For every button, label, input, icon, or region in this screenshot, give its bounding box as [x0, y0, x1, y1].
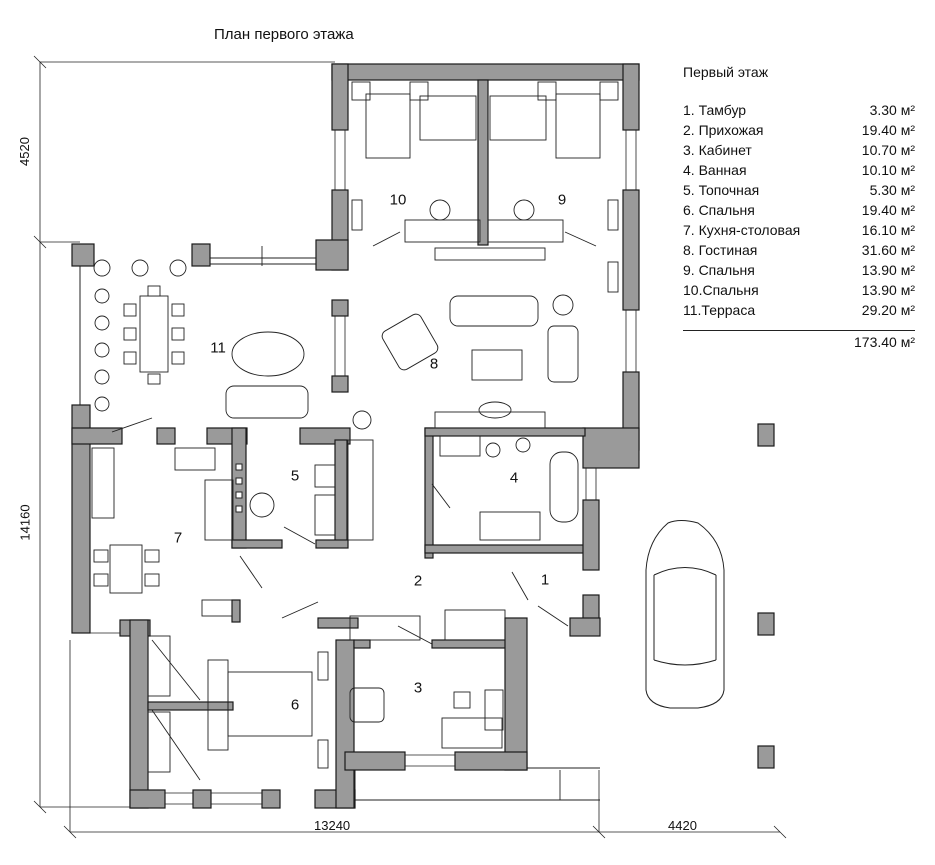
plan-title: План первого этажа	[214, 26, 354, 43]
room-name: 10.Спальня	[683, 282, 759, 298]
dimension-bottom-right: 4420	[668, 818, 697, 833]
dimension-left: 14160	[17, 504, 33, 541]
room-row: 2. Прихожая 19.40 м²	[683, 120, 915, 140]
room-name: 5. Топочная	[683, 182, 760, 198]
room-number-3: 3	[413, 679, 423, 697]
car-posts	[757, 423, 775, 769]
room-name: 11.Терраса	[683, 302, 756, 318]
room-area: 19.40 м²	[861, 202, 915, 218]
room-area: 31.60 м²	[861, 242, 915, 258]
room-area: 13.90 м²	[861, 262, 915, 278]
room-row: 8. Гостиная 31.60 м²	[683, 240, 915, 260]
room-row: 3. Кабинет 10.70 м²	[683, 140, 915, 160]
total-divider	[683, 330, 915, 331]
room-number-6: 6	[290, 696, 300, 714]
room-row: 9. Спальня 13.90 м²	[683, 260, 915, 280]
door-swings	[111, 231, 597, 800]
room-name: 3. Кабинет	[683, 142, 752, 158]
room-name: 4. Ванная	[683, 162, 747, 178]
terrace-outline	[79, 255, 600, 801]
total-area: 173.40 м²	[854, 334, 915, 350]
dimension-lines	[33, 55, 787, 839]
room-number-9: 9	[557, 191, 567, 209]
column-vents	[235, 463, 243, 513]
room-name: 7. Кухня-столовая	[683, 222, 801, 238]
room-number-2: 2	[413, 572, 423, 590]
room-area: 5.30 м²	[869, 182, 915, 198]
walls	[71, 63, 640, 809]
room-name: 9. Спальня	[683, 262, 755, 278]
windows	[90, 130, 637, 805]
room-area: 13.90 м²	[861, 282, 915, 298]
legend-heading: Первый этаж	[683, 64, 769, 80]
terrace-plants	[93, 259, 372, 430]
terrace-chairs	[93, 285, 185, 587]
room-number-5: 5	[290, 467, 300, 485]
room-number-10: 10	[389, 191, 407, 209]
room-area: 19.40 м²	[861, 122, 915, 138]
car-outline	[645, 520, 725, 709]
room-area: 29.20 м²	[861, 302, 915, 318]
dimension-top-left: 4520	[16, 137, 32, 166]
room-area: 16.10 м²	[861, 222, 915, 238]
room-row: 1. Тамбур 3.30 м²	[683, 100, 915, 120]
room-name: 6. Спальня	[683, 202, 755, 218]
room-area: 10.70 м²	[861, 142, 915, 158]
room-number-11: 11	[210, 339, 226, 357]
room-number-7: 7	[173, 529, 183, 547]
room-row: 7. Кухня-столовая 16.10 м²	[683, 220, 915, 240]
furniture	[91, 81, 619, 781]
room-area: 10.10 м²	[861, 162, 915, 178]
room-name: 8. Гостиная	[683, 242, 758, 258]
room-area: 3.30 м²	[869, 102, 915, 118]
room-area-list: 1. Тамбур 3.30 м² 2. Прихожая 19.40 м² 3. …	[683, 100, 915, 320]
room-row: 6. Спальня 19.40 м²	[683, 200, 915, 220]
room-row: 10.Спальня 13.90 м²	[683, 280, 915, 300]
room-name: 1. Тамбур	[683, 102, 747, 118]
room-row: 11.Терраса 29.20 м²	[683, 300, 915, 320]
room-number-1: 1	[540, 571, 550, 589]
dimension-bottom: 13240	[314, 818, 351, 833]
room-number-4: 4	[509, 469, 519, 487]
room-name: 2. Прихожая	[683, 122, 764, 138]
room-row: 4. Ванная 10.10 м²	[683, 160, 915, 180]
room-row: 5. Топочная 5.30 м²	[683, 180, 915, 200]
room-number-8: 8	[429, 355, 439, 373]
